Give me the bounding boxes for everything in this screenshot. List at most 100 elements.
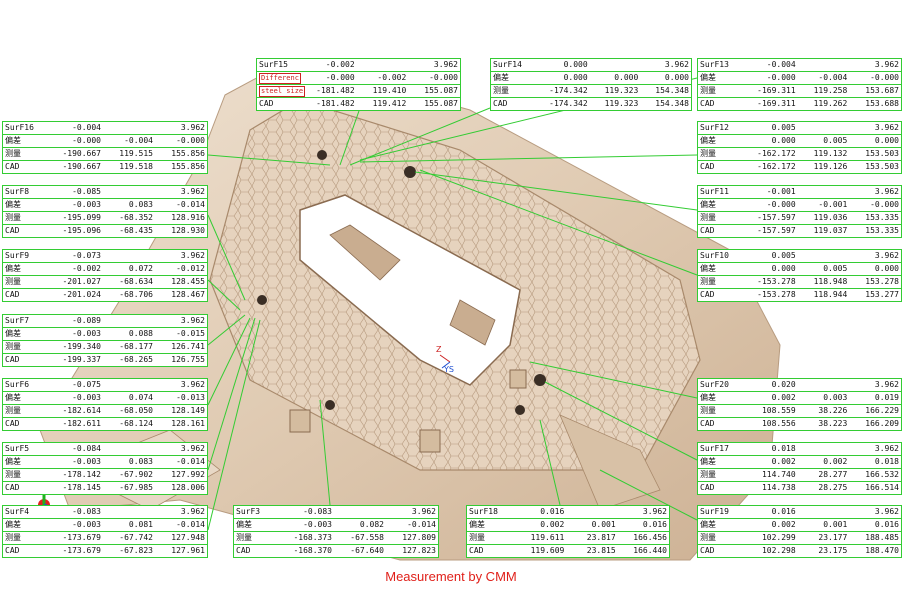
row-label: CAD xyxy=(469,546,484,555)
annotation-tag: steel size xyxy=(259,86,305,97)
value-cell: -201.027 xyxy=(51,275,103,289)
row-label: SurF11 xyxy=(698,186,746,199)
value-cell: 23.817 xyxy=(566,531,618,545)
value-cell: -0.000 xyxy=(746,71,798,85)
value-cell: 3.962 xyxy=(849,443,901,456)
value-cell: 127.948 xyxy=(155,531,207,545)
row-label: 偏差 xyxy=(698,198,746,212)
value-cell: 128.455 xyxy=(155,275,207,289)
value-cell: -178.145 xyxy=(62,483,101,492)
value-cell: -0.083 xyxy=(51,506,103,519)
row-label: 测量 xyxy=(491,84,539,98)
value-cell: -68.124 xyxy=(119,419,153,428)
value-cell: -0.000 xyxy=(51,134,103,148)
value-cell: -0.085 xyxy=(51,186,103,199)
caption: Measurement by CMM xyxy=(385,569,517,584)
value-cell: -0.000 xyxy=(305,71,357,85)
value-cell: -67.558 xyxy=(334,531,386,545)
value-cell xyxy=(103,186,155,199)
value-cell: -67.902 xyxy=(103,468,155,482)
row-label: SurF18 xyxy=(467,506,515,519)
row-label: 测量 xyxy=(3,340,51,354)
value-cell: 153.278 xyxy=(849,275,901,289)
value-cell: 0.005 xyxy=(746,122,798,135)
value-cell: 153.688 xyxy=(865,99,899,108)
value-cell: -67.742 xyxy=(103,531,155,545)
row-label: CAD xyxy=(236,546,251,555)
value-cell: 119.036 xyxy=(797,211,850,225)
value-cell: 38.226 xyxy=(797,404,850,418)
value-cell: 119.515 xyxy=(103,147,155,161)
row-label: CAD xyxy=(700,483,715,492)
value-cell: -174.342 xyxy=(549,99,588,108)
row-label: SurF19 xyxy=(698,506,746,519)
value-cell: 155.087 xyxy=(424,99,458,108)
row-label: CAD xyxy=(5,419,20,428)
value-cell: -0.002 xyxy=(51,262,103,276)
value-cell: -0.014 xyxy=(155,518,207,532)
value-cell: 3.962 xyxy=(640,59,691,72)
row-label: SurF10 xyxy=(698,250,746,263)
row-label: 偏差 xyxy=(698,71,746,85)
value-cell: 23.175 xyxy=(818,546,848,555)
row-label: SurF15 xyxy=(257,59,305,72)
row-label: CAD xyxy=(700,99,715,108)
row-label: 偏差 xyxy=(3,391,51,405)
row-label: CAD xyxy=(493,99,508,108)
value-cell: -67.985 xyxy=(119,483,153,492)
value-cell: 3.962 xyxy=(849,506,901,519)
value-cell: 0.000 xyxy=(539,71,590,85)
value-cell: -67.640 xyxy=(350,546,384,555)
value-cell: 128.916 xyxy=(155,211,207,225)
value-cell: 155.856 xyxy=(155,147,207,161)
row-label: CAD xyxy=(700,226,715,235)
value-cell: 0.002 xyxy=(797,455,850,469)
value-cell: -181.482 xyxy=(305,84,357,98)
value-cell: -190.667 xyxy=(51,147,103,161)
value-cell: 0.083 xyxy=(103,198,155,212)
row-label: SurF17 xyxy=(698,443,746,456)
value-cell: -68.050 xyxy=(103,404,155,418)
value-cell: 108.559 xyxy=(746,404,798,418)
row-label: 偏差 xyxy=(698,134,746,148)
value-cell: -68.352 xyxy=(103,211,155,225)
value-cell: -157.597 xyxy=(757,226,796,235)
value-cell: 127.823 xyxy=(402,546,436,555)
value-cell: -0.075 xyxy=(51,379,103,392)
value-cell: 0.072 xyxy=(103,262,155,276)
value-cell: -201.024 xyxy=(62,290,101,299)
